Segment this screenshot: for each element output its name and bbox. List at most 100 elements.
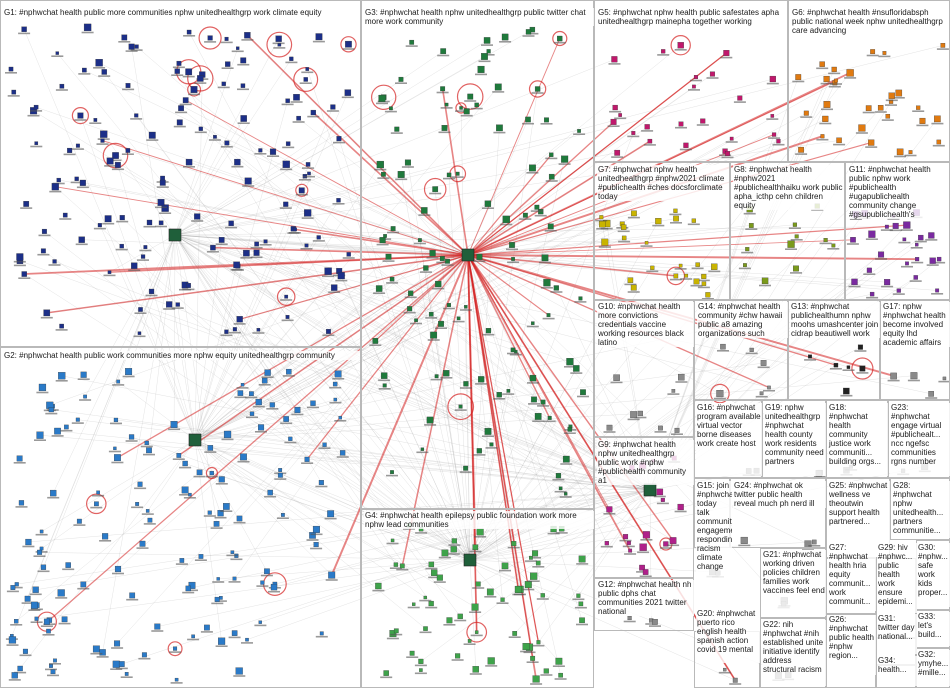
- node[interactable]: [114, 640, 121, 647]
- node[interactable]: [330, 104, 336, 110]
- node[interactable]: [823, 101, 831, 108]
- node[interactable]: [284, 294, 289, 299]
- node[interactable]: [236, 46, 240, 50]
- node[interactable]: [445, 258, 450, 264]
- node[interactable]: [285, 98, 290, 103]
- node[interactable]: [240, 115, 247, 122]
- node[interactable]: [658, 425, 663, 431]
- node[interactable]: [915, 242, 919, 247]
- node[interactable]: [148, 288, 155, 295]
- node[interactable]: [116, 379, 121, 384]
- node[interactable]: [511, 257, 515, 261]
- node[interactable]: [610, 118, 617, 125]
- node[interactable]: [213, 135, 217, 139]
- node[interactable]: [896, 288, 901, 293]
- node[interactable]: [674, 427, 680, 433]
- node[interactable]: [394, 126, 400, 132]
- node[interactable]: [383, 234, 387, 238]
- node[interactable]: [426, 416, 434, 424]
- node[interactable]: [510, 347, 516, 353]
- node[interactable]: [230, 550, 235, 554]
- node[interactable]: [637, 410, 643, 417]
- node[interactable]: [10, 585, 16, 590]
- node[interactable]: [112, 152, 119, 159]
- node[interactable]: [56, 177, 61, 183]
- node[interactable]: [240, 453, 247, 461]
- node[interactable]: [333, 397, 338, 402]
- node[interactable]: [119, 215, 125, 221]
- node[interactable]: [511, 541, 517, 547]
- node[interactable]: [231, 630, 238, 636]
- node[interactable]: [529, 374, 537, 382]
- node[interactable]: [441, 549, 449, 557]
- node[interactable]: [107, 270, 112, 274]
- node[interactable]: [185, 68, 193, 76]
- node[interactable]: [332, 381, 338, 387]
- node[interactable]: [138, 307, 143, 312]
- node[interactable]: [185, 283, 191, 288]
- node[interactable]: [546, 313, 551, 318]
- node[interactable]: [30, 601, 38, 609]
- node[interactable]: [576, 593, 581, 598]
- node[interactable]: [173, 646, 178, 651]
- node[interactable]: [104, 215, 112, 223]
- node[interactable]: [322, 442, 327, 447]
- node[interactable]: [234, 158, 241, 166]
- node[interactable]: [902, 237, 907, 242]
- node[interactable]: [216, 577, 220, 581]
- node[interactable]: [660, 497, 665, 502]
- node[interactable]: [557, 35, 563, 42]
- node[interactable]: [895, 89, 903, 97]
- node[interactable]: [176, 119, 183, 126]
- node[interactable]: [16, 455, 23, 462]
- node[interactable]: [92, 645, 100, 653]
- node[interactable]: [820, 134, 825, 139]
- node[interactable]: [125, 148, 131, 153]
- node[interactable]: [573, 365, 580, 372]
- node[interactable]: [228, 220, 234, 227]
- node[interactable]: [474, 630, 479, 634]
- node[interactable]: [114, 565, 122, 573]
- node[interactable]: [431, 569, 438, 576]
- node[interactable]: [121, 34, 128, 41]
- node[interactable]: [884, 279, 891, 286]
- node[interactable]: [194, 213, 201, 220]
- node[interactable]: [865, 105, 872, 112]
- node[interactable]: [57, 589, 65, 597]
- node[interactable]: [398, 76, 404, 82]
- node[interactable]: [857, 344, 863, 350]
- node[interactable]: [113, 446, 117, 451]
- node[interactable]: [484, 428, 492, 435]
- node[interactable]: [40, 248, 46, 254]
- node[interactable]: [621, 224, 627, 230]
- node[interactable]: [240, 83, 246, 88]
- node[interactable]: [942, 376, 947, 381]
- node[interactable]: [389, 276, 395, 282]
- node[interactable]: [500, 597, 505, 602]
- node[interactable]: [691, 218, 696, 223]
- node[interactable]: [929, 257, 936, 264]
- node[interactable]: [434, 374, 439, 379]
- node[interactable]: [677, 42, 684, 49]
- node[interactable]: [631, 210, 637, 217]
- node[interactable]: [77, 112, 84, 119]
- node[interactable]: [711, 263, 718, 270]
- node[interactable]: [378, 94, 386, 102]
- node[interactable]: [606, 506, 613, 513]
- node[interactable]: [626, 540, 631, 545]
- node[interactable]: [41, 228, 47, 234]
- node[interactable]: [312, 525, 320, 533]
- node[interactable]: [235, 667, 243, 675]
- node[interactable]: [467, 639, 472, 643]
- node[interactable]: [96, 490, 100, 495]
- node[interactable]: [254, 241, 259, 247]
- node[interactable]: [372, 338, 379, 344]
- node[interactable]: [376, 160, 384, 169]
- node[interactable]: [723, 50, 730, 57]
- node[interactable]: [630, 284, 637, 291]
- node[interactable]: [209, 470, 214, 476]
- node[interactable]: [534, 86, 541, 92]
- node[interactable]: [217, 510, 224, 517]
- node[interactable]: [147, 517, 153, 523]
- node[interactable]: [55, 51, 59, 55]
